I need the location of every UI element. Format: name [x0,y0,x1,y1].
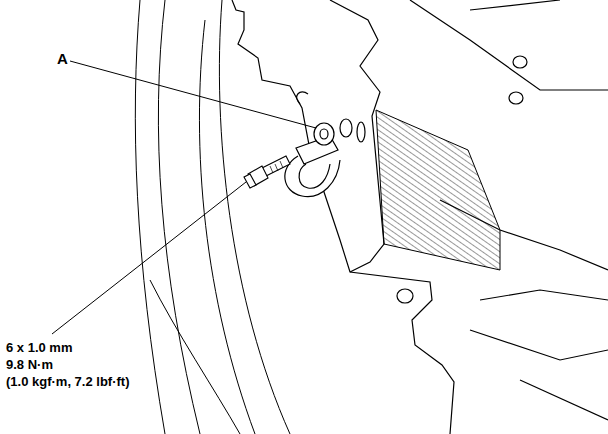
torque-spec: (1.0 kgf·m, 7.2 lbf·ft) [6,374,130,390]
tow-hook [285,92,340,197]
bolt [244,156,290,188]
callout-letter: A [57,50,68,68]
frame-panel [232,0,608,434]
mount-holes [340,56,527,303]
bolt-size: 6 x 1.0 mm [6,340,73,356]
torque-spec: 9.8 N·m [6,357,53,373]
radiator-core [376,110,500,270]
bumper-lines [135,0,290,434]
leader-lines [52,61,316,334]
